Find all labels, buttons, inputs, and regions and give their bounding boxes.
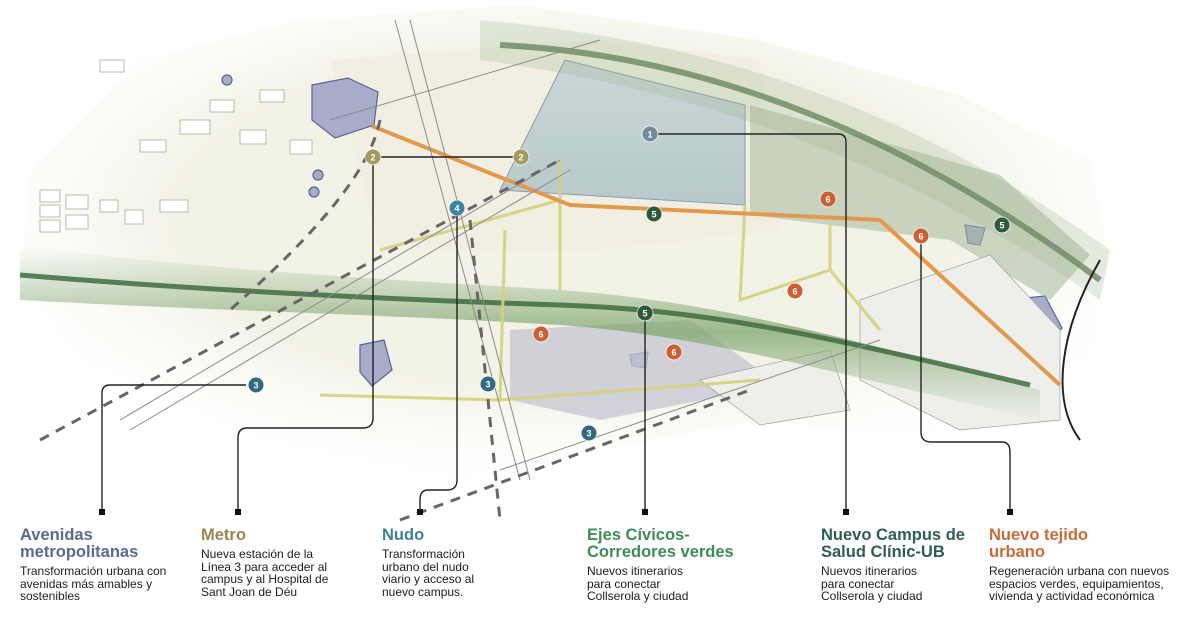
legend-ejes-civicos: Ejes Cívicos- Corredores verdes Nuevos i… <box>587 527 767 603</box>
map-marker-6: 6 <box>913 228 929 244</box>
legend-avenidas: Avenidas metropolitanas Transformación u… <box>20 527 190 603</box>
map-marker-3: 3 <box>581 425 597 441</box>
map-marker-6: 6 <box>666 344 682 360</box>
map-marker-2: 2 <box>513 149 529 165</box>
map-marker-6: 6 <box>533 326 549 342</box>
legend-desc-nuevo-tejido: Regeneración urbana con nuevos espacios … <box>989 564 1170 603</box>
legend-nuevo-campus: Nuevo Campus de Salud Clínic-UB Nuevos i… <box>821 527 991 603</box>
legend-metro: Metro Nueva estación de la Línea 3 para … <box>201 527 361 598</box>
city-blocks-left <box>39 59 313 233</box>
legend-title-nudo: Nudo <box>382 526 425 544</box>
legend-title-ejes-civicos: Ejes Cívicos- Corredores verdes <box>587 526 734 561</box>
map-marker-1: 1 <box>642 126 658 142</box>
legend-desc-nudo: Transformación urbano del nudo viario y … <box>382 547 475 599</box>
legend-desc-avenidas: Transformación urbana con avenidas más a… <box>20 564 167 603</box>
leader-lines <box>101 133 1011 512</box>
green-corridor-top-band <box>480 20 1110 300</box>
map-marker-6: 6 <box>820 191 836 207</box>
legend-nuevo-tejido: Nuevo tejido urbano Regeneración urbana … <box>989 527 1194 603</box>
map-marker-2: 2 <box>365 149 381 165</box>
map-marker-3: 3 <box>248 377 264 393</box>
map-marker-5: 5 <box>646 206 662 222</box>
green-corridor-band <box>20 245 1040 420</box>
map-marker-3: 3 <box>480 376 496 392</box>
green-corridor-line <box>19 272 1031 388</box>
legend-nudo: Nudo Transformación urbano del nudo viar… <box>382 527 512 598</box>
green-park-area <box>750 105 1090 300</box>
legend-desc-ejes-civicos: Nuevos itinerarios para conectar Collser… <box>587 564 689 603</box>
map-marker-4: 4 <box>449 200 465 216</box>
road-network <box>119 19 1101 481</box>
green-corridor-top-line <box>499 42 1102 283</box>
map-marker-6: 6 <box>787 283 803 299</box>
metro-lines <box>39 119 751 522</box>
legend-title-nuevo-campus: Nuevo Campus de Salud Clínic-UB <box>821 526 965 561</box>
legend-title-nuevo-tejido: Nuevo tejido urbano <box>989 526 1089 561</box>
leader-line-ends <box>99 509 1013 515</box>
legend-title-avenidas: Avenidas metropolitanas <box>20 526 139 561</box>
legend-desc-nuevo-campus: Nuevos itinerarios para conectar Collser… <box>821 564 923 603</box>
legend-desc-metro: Nueva estación de la Línea 3 para accede… <box>201 547 329 599</box>
urban-fabric-axis <box>371 124 1062 387</box>
legend-title-metro: Metro <box>201 526 246 544</box>
map-marker-5: 5 <box>637 305 653 321</box>
map-marker-5: 5 <box>994 217 1010 233</box>
